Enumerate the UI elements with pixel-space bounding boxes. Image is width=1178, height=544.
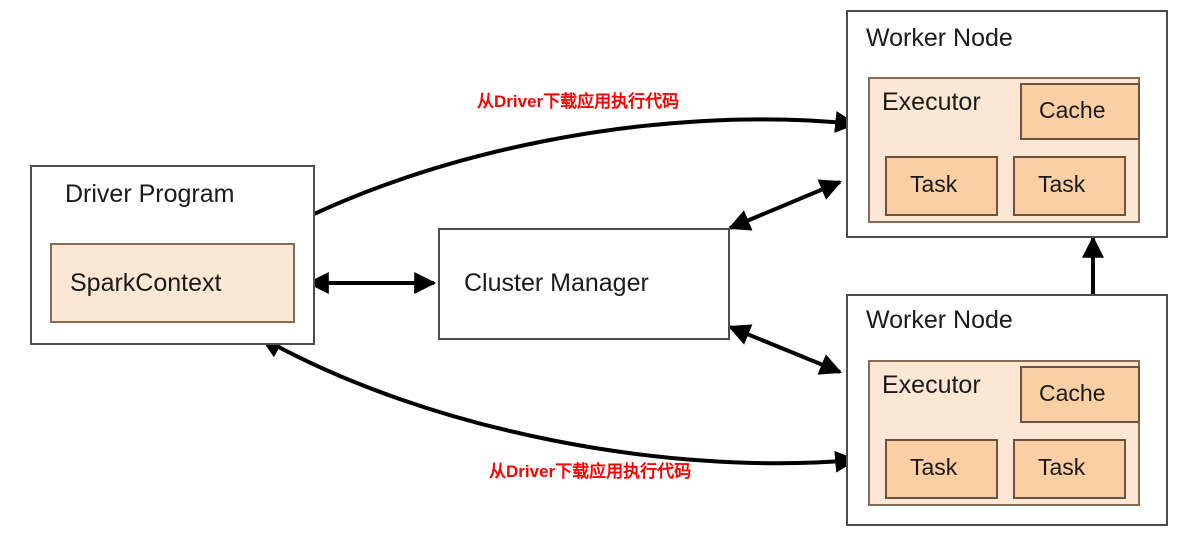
- arrow-driver-worker1-curve: [256, 111, 858, 245]
- arrow-clustermanager-worker1: [727, 179, 843, 231]
- worker-node-1-executor-label: Executor: [882, 88, 981, 116]
- worker-node-2-task-label-1: Task: [910, 454, 958, 480]
- arrow-driver-worker2-curve: [260, 336, 858, 473]
- worker-node-2-task-box-2: [1013, 439, 1126, 499]
- worker-node-2-task-label-2: Task: [1038, 454, 1086, 480]
- annotation-download-code-bottom: 从Driver下载应用执行代码: [489, 462, 692, 481]
- worker-node-1-title: Worker Node: [866, 24, 1013, 52]
- worker-node-1-cache-label: Cache: [1039, 97, 1106, 123]
- annotation-download-code-top: 从Driver下载应用执行代码: [477, 92, 680, 111]
- worker-node-2-title: Worker Node: [866, 306, 1013, 334]
- worker-node-1-task-label-2: Task: [1038, 171, 1086, 197]
- sparkcontext-box: [50, 243, 295, 323]
- worker-node-1-cache-box: [1020, 83, 1140, 140]
- driver-program-title: Driver Program: [65, 180, 235, 208]
- worker-node-1-task-label-1: Task: [910, 171, 958, 197]
- worker-node-1-task-box-2: [1013, 156, 1126, 216]
- sparkcontext-label: SparkContext: [70, 269, 222, 297]
- worker-node-1-task-box-1: [885, 156, 998, 216]
- arrow-clustermanager-worker2: [727, 324, 843, 375]
- worker-node-2-task-box-1: [885, 439, 998, 499]
- cluster-manager-box: [438, 228, 730, 340]
- worker-node-2-cache-box: [1020, 366, 1140, 423]
- worker-node-2-executor-label: Executor: [882, 371, 981, 399]
- cluster-manager-title: Cluster Manager: [464, 269, 649, 297]
- worker-node-2-cache-label: Cache: [1039, 380, 1106, 406]
